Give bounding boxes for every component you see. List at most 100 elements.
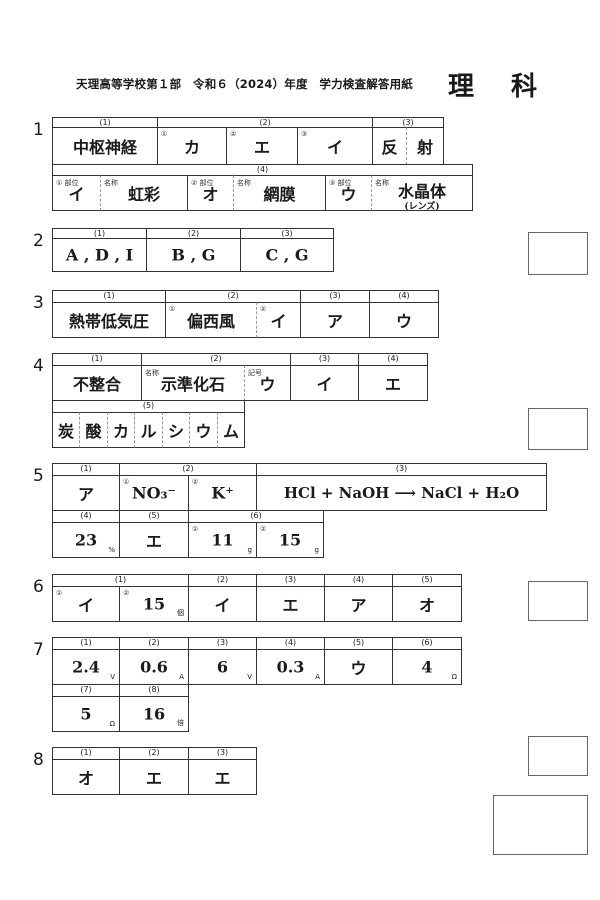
- unit-label: 倍: [177, 719, 184, 727]
- answer-text: C , G: [265, 245, 309, 265]
- sub-question-marker: 名称: [145, 369, 159, 377]
- answer-cell: 炭: [52, 412, 80, 448]
- answer-text: K⁺: [211, 483, 234, 503]
- sub-question-marker: ①: [161, 130, 168, 138]
- answer-text: オ: [202, 185, 219, 204]
- unit-label: g: [247, 546, 252, 554]
- sub-question-marker: 名称: [375, 179, 389, 187]
- answer-text: イ: [214, 596, 231, 615]
- answer-text: 6: [216, 657, 229, 677]
- answer-cell: 反: [372, 127, 407, 165]
- answer-cell: ム: [217, 412, 245, 448]
- sub-question-marker: ②: [260, 525, 267, 533]
- answer-text: イ: [326, 138, 343, 157]
- unit-label: V: [247, 673, 252, 681]
- sub-question-marker: ②: [123, 589, 130, 597]
- answer-text: ル: [140, 422, 157, 441]
- answer-text: ム: [222, 422, 239, 441]
- answer-text: カ: [183, 138, 200, 157]
- answer-cell: オ: [392, 586, 462, 622]
- sub-question-marker: ① 部位: [56, 179, 79, 187]
- unit-label: Ω: [109, 720, 115, 728]
- unit-label: V: [110, 673, 115, 681]
- answer-cell: エ: [119, 522, 189, 558]
- answer-text: 中枢神経: [72, 138, 137, 157]
- answer-text: 0.3: [276, 657, 305, 677]
- answer-text: 5: [80, 704, 92, 724]
- answer-text: イ: [316, 375, 333, 394]
- answer-cell: ウ: [324, 649, 393, 685]
- sub-question-marker: ①: [123, 478, 130, 486]
- answer-text: オ: [418, 596, 435, 615]
- answer-text: 23: [74, 530, 98, 550]
- answer-text: エ: [384, 375, 401, 394]
- answer-cell: エ: [188, 759, 257, 795]
- answer-text: エ: [282, 596, 299, 615]
- score-box: [528, 736, 588, 776]
- sub-question-marker: ①: [192, 525, 199, 533]
- answer-cell: 酸: [79, 412, 108, 448]
- unit-label: A: [315, 673, 320, 681]
- answer-text: 16: [142, 704, 166, 724]
- answer-text: 網膜: [263, 185, 296, 204]
- answer-cell: エ: [119, 759, 189, 795]
- answer-cell: ア: [324, 586, 393, 622]
- answer-cell: オ: [52, 759, 120, 795]
- subject-title: 理 科: [448, 72, 552, 102]
- answer-cell: イ: [290, 365, 359, 401]
- answer-cell: HCl + NaOH ⟶ NaCl + H₂O: [256, 475, 547, 511]
- answer-cell: 網膜 名称: [233, 175, 326, 211]
- answer-text: 4: [421, 657, 433, 677]
- answer-text: ウ: [340, 185, 357, 204]
- answer-cell: イ: [188, 586, 257, 622]
- answer-text: イ: [77, 596, 94, 615]
- answer-text: 偏西風: [186, 312, 235, 331]
- sub-question-marker: ①: [169, 305, 176, 313]
- answer-text: オ: [77, 769, 94, 788]
- answer-text: ウ: [259, 375, 276, 394]
- sub-question-marker: ③ 部位: [329, 179, 352, 187]
- answer-text: エ: [145, 769, 162, 788]
- sub-question-marker: ②: [192, 478, 199, 486]
- answer-cell: 中枢神経: [52, 127, 158, 165]
- answer-text: 示準化石: [160, 375, 225, 394]
- score-box: [528, 581, 588, 621]
- answer-text: 0.6: [140, 657, 168, 677]
- answer-text: 反: [381, 138, 398, 157]
- answer-cell: A , D , I: [52, 238, 147, 272]
- answer-cell: カ: [107, 412, 135, 448]
- sub-question-marker: ②: [260, 305, 267, 313]
- question-number: 5: [33, 466, 44, 486]
- answer-text: 炭: [57, 422, 74, 441]
- answer-text: ウ: [350, 659, 367, 678]
- unit-label: g: [314, 546, 319, 554]
- answer-text: 熱帯低気圧: [68, 312, 149, 331]
- answer-text: イ: [68, 185, 85, 204]
- answer-text: ウ: [195, 422, 212, 441]
- sub-question-marker: ①: [56, 589, 63, 597]
- answer-cell: C , G: [240, 238, 334, 272]
- answer-text: シ: [167, 422, 184, 441]
- answer-text: エ: [253, 138, 270, 157]
- answer-cell: ア: [300, 302, 370, 338]
- answer-cell: NO₃⁻①: [119, 475, 189, 511]
- answer-text: 15: [278, 530, 302, 550]
- answer-cell: エ: [256, 586, 325, 622]
- answer-text: エ: [214, 769, 231, 788]
- sub-question-marker: 名称: [237, 179, 251, 187]
- answer-cell: 不整合: [52, 365, 142, 401]
- answer-text: イ: [270, 312, 287, 331]
- answer-text: 虹彩: [127, 185, 160, 204]
- answer-text: 不整合: [72, 375, 121, 394]
- question-number: 6: [33, 577, 44, 597]
- answer-text: 射: [416, 138, 433, 157]
- answer-cell: 水晶体(レンズ)名称: [371, 175, 473, 212]
- answer-note: (レンズ): [404, 201, 440, 212]
- score-box: [528, 408, 588, 450]
- answer-text: A , D , I: [65, 245, 134, 265]
